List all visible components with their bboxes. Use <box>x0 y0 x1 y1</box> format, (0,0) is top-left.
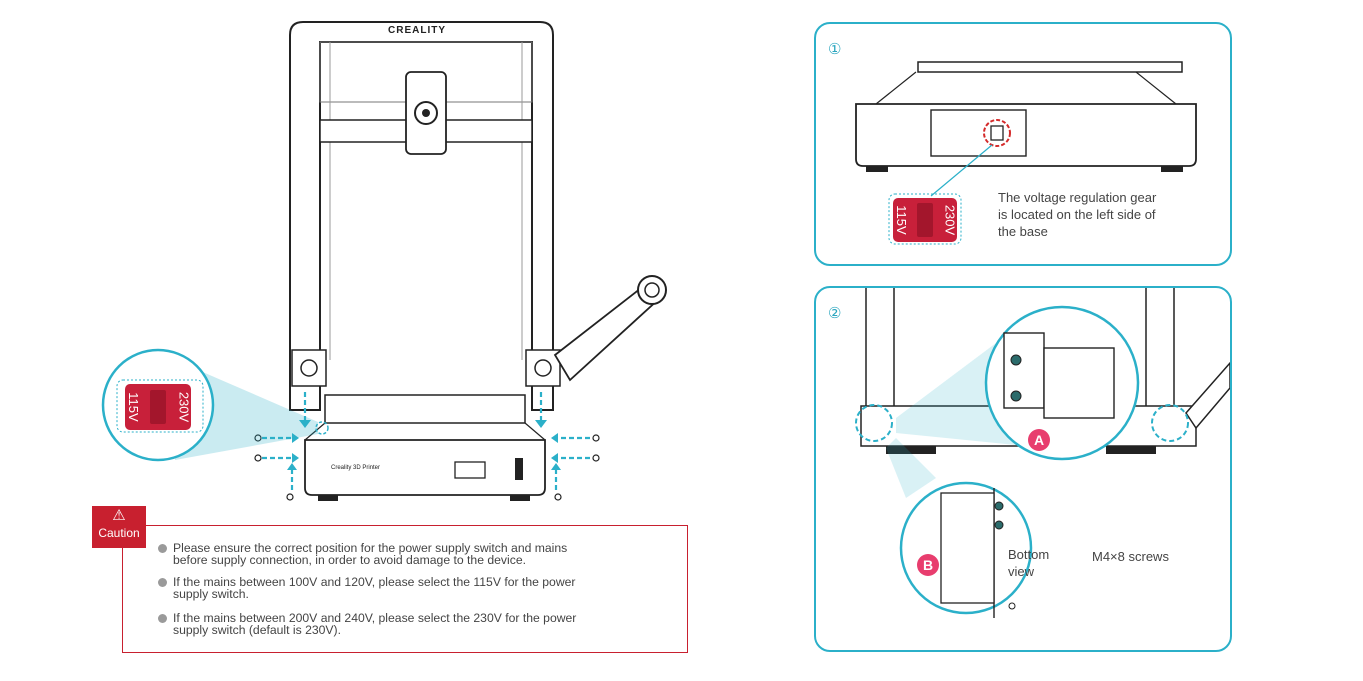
printer-base <box>304 439 546 496</box>
note-3-line-2: supply switch (default is 230V). <box>173 623 341 637</box>
step-1-panel: ① 115V 230V The voltage regulation gear … <box>814 22 1232 266</box>
bottom-view-line-2: view <box>1008 564 1035 579</box>
zoom-beam <box>175 360 318 460</box>
caution-note-3: If the mains between 200V and 240V, plea… <box>158 612 678 636</box>
print-bed <box>324 394 526 424</box>
badge-b: B <box>917 554 939 576</box>
caution-note-1: Please ensure the correct position for t… <box>158 542 678 566</box>
brand-logo-text: CREALITY <box>388 25 446 36</box>
bullet-icon <box>158 544 167 553</box>
bullet-icon <box>158 578 167 587</box>
step-2-number: ② <box>828 305 842 322</box>
caption-line-2: is located on the left side of <box>998 207 1156 222</box>
caption-line-1: The voltage regulation gear <box>998 190 1157 205</box>
note-2-line-1: If the mains between 100V and 120V, plea… <box>173 575 576 589</box>
caution-label: Caution <box>98 526 140 540</box>
note-1-line-1: Please ensure the correct position for t… <box>173 541 568 555</box>
note-1-line-2: before supply connection, in order to av… <box>173 553 526 567</box>
step-1-number: ① <box>828 41 842 58</box>
voltage-switch-zoom-panel1: 115V 230V <box>893 198 958 242</box>
badge-a: A <box>1028 429 1050 451</box>
bullet-icon <box>158 614 167 623</box>
nameplate-text: Creality 3D Printer <box>331 465 381 471</box>
switch-toggle <box>150 390 166 424</box>
step-2-panel: ② A B Bottom view M4×8 screws <box>814 286 1232 652</box>
caution-tag: ⚠ Caution <box>92 506 146 548</box>
screw-spec-label: M4×8 screws <box>1092 549 1169 564</box>
caption-line-3: the base <box>998 224 1048 239</box>
base-screw-illustration <box>855 288 1230 618</box>
switch-label-230v: 230V <box>942 204 958 236</box>
warning-icon: ⚠ <box>112 507 126 524</box>
switch-label-115v: 115V <box>126 392 142 422</box>
voltage-gear-caption: The voltage regulation gear is located o… <box>998 189 1156 240</box>
base-side-illustration <box>855 61 1197 245</box>
right-z-motor <box>525 349 561 387</box>
note-2-line-2: supply switch. <box>173 587 249 601</box>
bottom-view-label: Bottom view <box>1008 546 1049 580</box>
note-3-line-1: If the mains between 200V and 240V, plea… <box>173 611 577 625</box>
switch-label-230v: 230V <box>176 391 192 423</box>
switch-toggle <box>917 203 933 237</box>
caution-note-2: If the mains between 100V and 120V, plea… <box>158 576 678 600</box>
caution-box <box>122 525 688 653</box>
voltage-switch-zoom-left: 115V 230V <box>125 384 192 430</box>
left-z-motor <box>291 349 327 387</box>
bottom-view-line-1: Bottom <box>1008 547 1050 562</box>
printer-illustration <box>101 21 667 501</box>
switch-label-115v: 115V <box>894 205 910 235</box>
